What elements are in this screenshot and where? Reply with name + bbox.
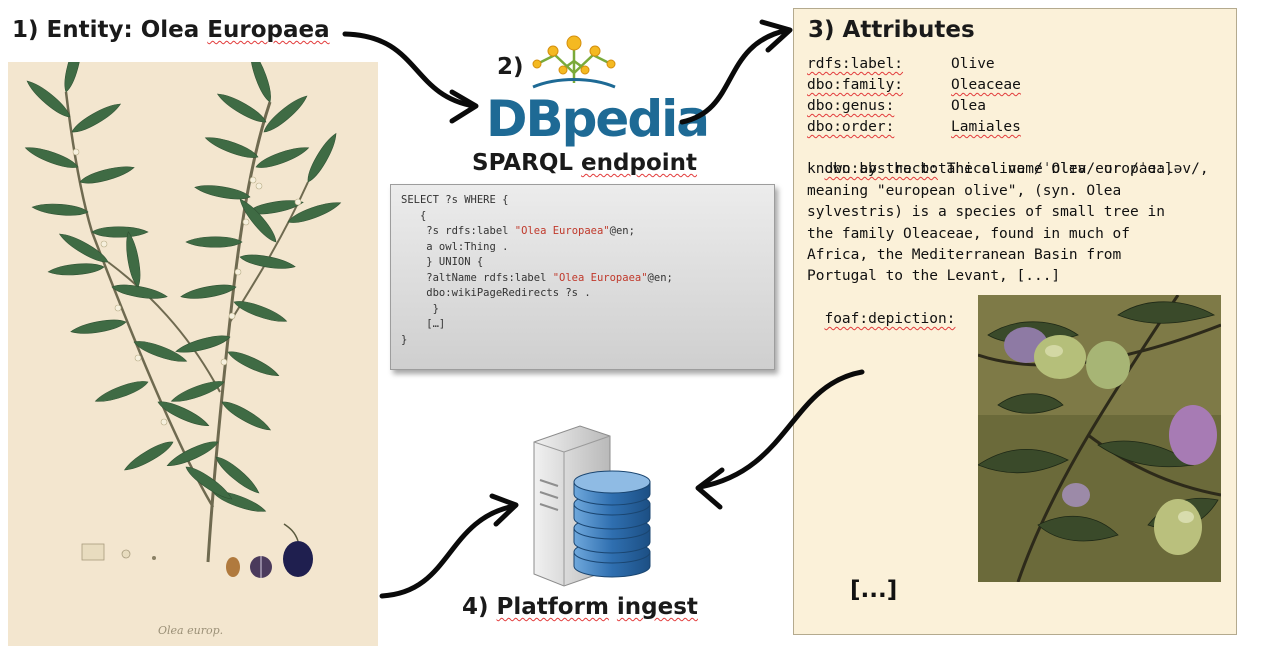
attribute-key: dbo:genus: <box>807 98 895 114</box>
sparql-code: SELECT ?s WHERE { <box>401 194 509 206</box>
abstract-line: sylvestris) is a species of small tree i… <box>807 204 1165 221</box>
server-database-icon <box>533 425 651 587</box>
arrow-plate-to-server-head <box>489 493 519 527</box>
attribute-value: Oleaceae <box>951 77 1021 93</box>
step1-label-underlined: Europaea <box>207 17 330 43</box>
step4-title: 4) Platform ingest <box>462 594 698 620</box>
step4-word1: Platform <box>496 594 609 620</box>
abstract-key-label: dbo:abstract: <box>824 161 938 177</box>
sparql-query-line: { <box>401 209 774 225</box>
step1-label: Entity: Olea <box>46 17 200 43</box>
sparql-string-literal: "Olea Europaea" <box>552 271 648 284</box>
dbpedia-logo-text: DBpedia <box>486 90 710 148</box>
abstract-line-0: The olive /ˈɒlɪv/ or /ˈɑːləv/, <box>937 161 1209 177</box>
sparql-query-line: SELECT ?s WHERE { <box>401 193 774 209</box>
sparql-query-line: dbo:wikiPageRedirects ?s . <box>401 286 774 302</box>
arrow-dbpedia-to-attributes-head <box>759 19 793 53</box>
sparql-query-line: } <box>401 333 774 349</box>
step2-number: 2) <box>497 54 524 80</box>
sparql-code: a owl:Thing . <box>401 240 509 253</box>
sparql-caption-word1: SPARQL <box>472 150 574 176</box>
abstract-key: dbo:abstract: The olive /ˈɒlɪv/ or /ˈɑːl… <box>807 138 1208 177</box>
depiction-key-label: foaf:depiction: <box>824 311 956 327</box>
olive-branch-drawing: Olea europ. <box>23 36 343 637</box>
sparql-endpoint-caption: SPARQL endpoint <box>472 150 697 176</box>
attribute-value: Olive <box>951 56 995 72</box>
sparql-query-line: ?altName rdfs:label "Olea Europaea"@en; <box>401 271 774 287</box>
specimen-details <box>81 523 313 578</box>
step1-number: 1) <box>12 17 39 43</box>
sparql-query-line: ?s rdfs:label "Olea Europaea"@en; <box>401 224 774 240</box>
arrow-photo-to-server-head <box>695 467 725 510</box>
sparql-code: } <box>401 302 439 315</box>
abstract-line: the family Oleaceae, found in much of <box>807 225 1131 242</box>
olea-botanical-illustration: Olea europ. <box>8 36 378 646</box>
attribute-value: Olea <box>951 98 986 114</box>
attribute-key: dbo:family: <box>807 77 904 93</box>
sparql-code: @en; <box>647 271 673 284</box>
sparql-code: ?s rdfs:label <box>401 225 515 237</box>
sparql-query-line: } UNION { <box>401 255 774 271</box>
arrow-entity-to-dbpedia-head <box>449 89 479 124</box>
attribute-key: rdfs:label: <box>807 56 904 72</box>
olive-photo <box>978 295 1221 582</box>
attribute-key: dbo:order: <box>807 119 895 135</box>
abstract-line: meaning "european olive", (syn. Olea <box>807 182 1122 199</box>
sparql-string-literal: "Olea Europaea" <box>514 225 610 237</box>
abstract-line: known by the botanical name Olea europae… <box>807 161 1174 178</box>
depiction-key: foaf:depiction: <box>807 288 955 327</box>
sparql-code: } UNION { <box>401 256 484 268</box>
attributes-title: 3) Attributes <box>808 17 975 43</box>
sparql-query-line: a owl:Thing . <box>401 240 774 256</box>
sparql-query-line: } <box>401 302 774 318</box>
sparql-query-line: […] <box>401 317 774 333</box>
step4-word2: ingest <box>616 594 698 620</box>
abstract-line: Africa, the Mediterranean Basin from <box>807 247 1122 263</box>
sparql-code: ?altName rdfs:label <box>401 271 553 284</box>
plate-signature: Olea europ. <box>158 624 223 637</box>
olive-fruit-photo-drawing <box>978 295 1221 582</box>
sparql-code: { <box>401 209 427 222</box>
arrow-plate-to-server <box>379 503 517 599</box>
sparql-query-box: SELECT ?s WHERE { { ?s rdfs:label "Olea … <box>390 184 775 370</box>
abstract-line: Portugal to the Levant, [...] <box>807 268 1061 285</box>
attributes-more-ellipsis: [...] <box>850 577 898 603</box>
dbpedia-logo-network-icon <box>532 35 616 89</box>
sparql-code: […] <box>401 318 446 330</box>
sparql-code: } <box>401 333 408 346</box>
sparql-code: @en; <box>609 225 635 237</box>
step4-number: 4) <box>462 594 489 620</box>
attribute-value: Lamiales <box>951 119 1021 135</box>
sparql-caption-word2: endpoint <box>581 150 698 176</box>
sparql-code: dbo:wikiPageRedirects ?s . <box>401 287 591 299</box>
step1-title: 1) Entity: Olea Europaea <box>12 17 330 43</box>
